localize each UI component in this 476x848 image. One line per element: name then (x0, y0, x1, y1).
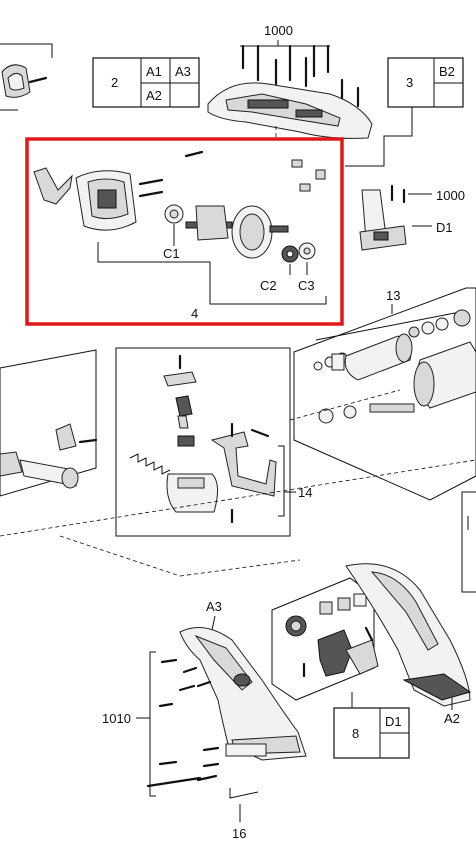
motor-assembly-group: C1 C2 C3 4 (33, 150, 327, 321)
reference-box-8: 8 D1 (333, 707, 410, 759)
screw-column (241, 44, 360, 108)
box-8-number: 8 (352, 726, 359, 741)
highlight-frame (25, 137, 344, 326)
reference-box-2: 2 A1 A3 A2 (92, 57, 200, 108)
label-c1: C1 (163, 246, 180, 261)
label-1000-top: 1000 (264, 23, 293, 38)
label-4: 4 (191, 306, 198, 321)
right-switch-group: 1000 D1 (359, 184, 465, 251)
label-1000-right: 1000 (436, 188, 465, 203)
reference-box-3: 3 B2 (345, 57, 464, 167)
top-housing-group: 1000 (207, 23, 373, 140)
gearbox-group: 13 (293, 287, 476, 501)
label-a3: A3 (206, 599, 222, 614)
box-3-number: 3 (406, 75, 413, 90)
label-d1-right: D1 (436, 220, 453, 235)
label-1010: 1010 (102, 711, 131, 726)
label-c3: C3 (298, 278, 315, 293)
label-c2: C2 (260, 278, 277, 293)
box-2-cell-a1: A1 (146, 64, 162, 79)
switch-parts-group (271, 577, 379, 708)
box-2-cell-a3: A3 (175, 64, 191, 79)
label-a2: A2 (444, 711, 460, 726)
box-2-number: 2 (111, 75, 118, 90)
label-16: 16 (232, 826, 246, 841)
label-14: 14 (298, 485, 312, 500)
box-8-cell-d1: D1 (385, 714, 402, 729)
box-3-cell-b2: B2 (439, 64, 455, 79)
right-edge-box (461, 491, 476, 593)
label-13: 13 (386, 288, 400, 303)
trigger-linkage-group: 14 (115, 347, 312, 537)
box-2-cell-a2: A2 (146, 88, 162, 103)
left-mid-group (0, 349, 98, 497)
top-left-part-group (0, 43, 53, 111)
handle-a3-group: A3 1010 16 (102, 599, 307, 841)
handle-a2-group: A2 (345, 563, 472, 726)
